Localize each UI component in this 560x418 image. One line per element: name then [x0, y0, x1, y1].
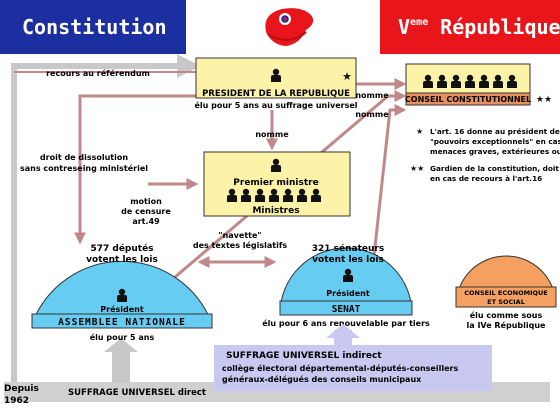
- arrow-up-assemblee-head: [104, 338, 138, 352]
- note-1-line-2: "pouvoirs exceptionnels" en cas de: [430, 137, 560, 146]
- header-right-title: Veme République: [398, 15, 560, 39]
- suffrage-indirect-line-2: généraux-délégués des conseils municipau…: [222, 374, 422, 384]
- depuis-year: 1962: [4, 396, 29, 406]
- note-2-line-1: Gardien de la constitution, doit être co…: [430, 164, 560, 173]
- president-star-icon: ★: [342, 70, 352, 83]
- navette-line-1: "navette": [218, 231, 261, 240]
- senat-members-2: votent les lois: [312, 255, 384, 265]
- suffrage-direct-path: [11, 54, 201, 395]
- header-left-title: Constitution: [22, 15, 167, 39]
- note-2-line-2: en cas de recours à l'art.16: [430, 174, 542, 183]
- senat-president: Président: [326, 288, 370, 298]
- censure-line-2: de censure: [121, 207, 171, 216]
- censure-line-3: art.49: [132, 217, 160, 226]
- conseil-constitutionnel-box: CONSEIL CONSTITUTIONNEL ★★: [405, 63, 552, 106]
- arrow-up-assemblee-shaft: [112, 350, 130, 383]
- conseil-constit-stars: ★★: [536, 95, 552, 105]
- phrygian-cap-icon: [265, 8, 314, 47]
- assemblee-members-1: 577 députés: [90, 243, 153, 254]
- senat-members-1: 321 sénateurs: [312, 243, 384, 254]
- depuis-label: Depuis: [4, 384, 39, 394]
- referendum-label: recours au référendum: [46, 68, 150, 78]
- ces-dome: CONSEIL ECONOMIQUE ET SOCIAL: [455, 255, 557, 308]
- senat-constit-line: [370, 104, 407, 275]
- president-box: PRESIDENT DE LA REPUBLIQUE ★: [195, 57, 357, 99]
- assemblee-president: Président: [100, 304, 144, 314]
- note-1-line-1: L'art. 16 donne au président des: [430, 127, 560, 136]
- suffrage-indirect-line-1: collège électoral départemental-députés-…: [222, 363, 458, 373]
- note-1-mark: ★: [416, 127, 423, 136]
- assemblee-elected: élu pour 5 ans: [90, 332, 155, 342]
- ces-elected-1: élu comme sous: [470, 310, 543, 320]
- pm-label: Premier ministre: [233, 178, 318, 188]
- president-title: PRESIDENT DE LA REPUBLIQUE: [202, 89, 350, 99]
- suffrage-direct-label: SUFFRAGE UNIVERSEL direct: [68, 388, 206, 398]
- senat-dome: 321 sénateurs votent les lois Président …: [279, 243, 413, 316]
- president-elected: élu pour 5 ans au suffrage universel: [194, 100, 357, 110]
- ces-name-1: CONSEIL ECONOMIQUE: [464, 289, 548, 297]
- government-box: Premier ministre Ministres: [203, 151, 351, 217]
- navette-line-2: des textes législatifs: [193, 240, 287, 250]
- conseil-constit-title: CONSEIL CONSTITUTIONNEL: [405, 95, 531, 104]
- suffrage-indirect-box: SUFFRAGE UNIVERSEL indirect collège élec…: [214, 345, 492, 391]
- suffrage-indirect-title: SUFFRAGE UNIVERSEL indirect: [226, 351, 382, 361]
- assemblee-members-2: votent les lois: [86, 255, 158, 265]
- assemblee-dome: 577 députés votent les lois Président AS…: [31, 243, 213, 329]
- nomme-pm-label: nomme: [255, 130, 289, 139]
- note-1-line-3: menaces graves, extérieures ou intérieur…: [430, 147, 560, 156]
- dissolution-line-1: droit de dissolution: [40, 153, 128, 162]
- flag-red-band: [380, 0, 560, 54]
- flag-blue-band: [0, 0, 186, 54]
- ministres-label: Ministres: [252, 206, 299, 216]
- ces-elected-2: la IVe République: [467, 320, 547, 330]
- senat-elected: élu pour 6 ans renouvelable par tiers: [262, 318, 430, 328]
- assemblee-constit-line: [147, 90, 407, 302]
- note-2-mark: ★★: [410, 164, 424, 173]
- nomme-pres-label: nomme: [355, 110, 389, 119]
- arrow-up-senat-head: [326, 324, 360, 338]
- ces-name-2: ET SOCIAL: [487, 298, 525, 306]
- dissolution-line-2: sans contreseing ministériel: [20, 163, 148, 173]
- censure-line-1: motion: [130, 197, 162, 206]
- dissolution-line: [74, 94, 196, 245]
- nomme-top-label: nomme: [355, 91, 389, 100]
- senat-name: SENAT: [332, 304, 361, 315]
- header-flag: Constitution Veme République: [0, 0, 560, 54]
- notes: ★ L'art. 16 donne au président des "pouv…: [410, 127, 560, 183]
- assemblee-name: ASSEMBLEE NATIONALE: [58, 317, 186, 328]
- pink-links: [14, 71, 407, 302]
